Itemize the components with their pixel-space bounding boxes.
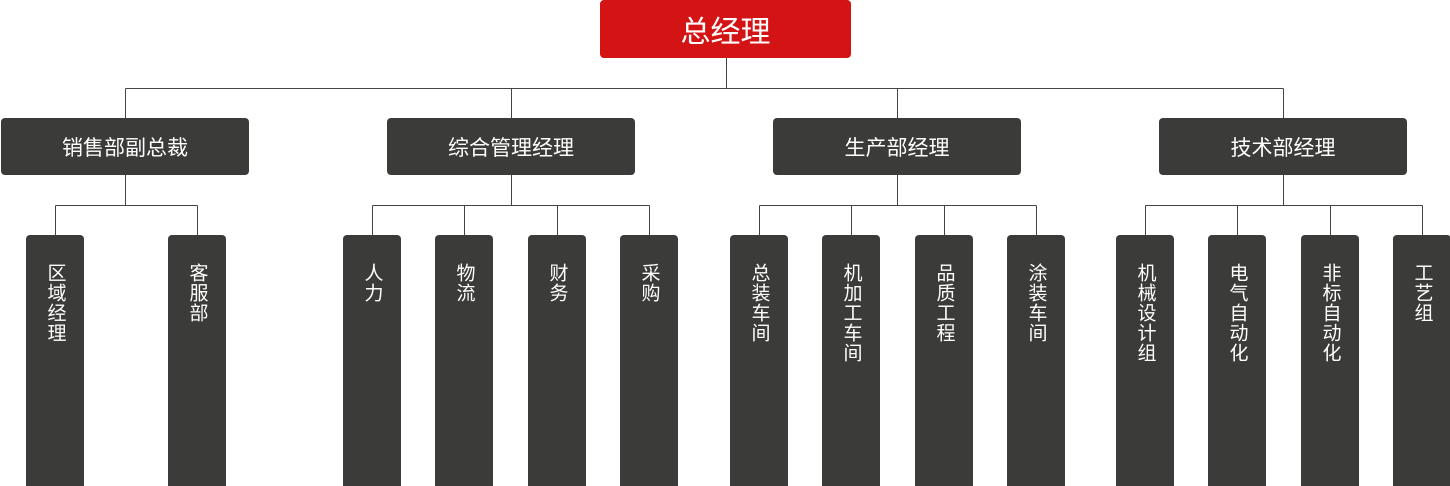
root-box: 总经理 bbox=[600, 0, 851, 58]
mgr-technical: 技术部经理 bbox=[1159, 118, 1407, 175]
leaf-purchasing: 采购 bbox=[620, 235, 678, 486]
leaf-painting-workshop-label: 涂装车间 bbox=[1025, 263, 1048, 343]
leaf-assembly-workshop-label: 总装车间 bbox=[748, 263, 771, 343]
mgr-technical-label: 技术部经理 bbox=[1230, 135, 1336, 160]
leaf-quality-engineering-label: 品质工程 bbox=[933, 263, 956, 343]
leaf-machining-workshop-label: 机加工车间 bbox=[840, 263, 863, 363]
root-label: 总经理 bbox=[680, 15, 771, 50]
mgr-production-label: 生产部经理 bbox=[844, 135, 950, 160]
leaf-mechanical-design: 机械设计组 bbox=[1116, 235, 1174, 486]
leaf-mechanical-design-label: 机械设计组 bbox=[1134, 263, 1157, 363]
leaf-hr: 人力 bbox=[343, 235, 401, 486]
leaf-machining-workshop: 机加工车间 bbox=[822, 235, 880, 486]
leaf-quality-engineering: 品质工程 bbox=[915, 235, 973, 486]
mgr-sales-label: 销售部副总裁 bbox=[62, 135, 188, 160]
leaf-customer-service-label: 客服部 bbox=[186, 263, 209, 323]
leaf-region-manager: 区域经理 bbox=[26, 235, 84, 486]
mgr-production: 生产部经理 bbox=[773, 118, 1021, 175]
leaf-process-group-label: 工艺组 bbox=[1411, 263, 1434, 323]
leaf-electrical-automation: 电气自动化 bbox=[1208, 235, 1266, 486]
mgr-sales: 销售部副总裁 bbox=[1, 118, 249, 175]
leaf-region-manager-label: 区域经理 bbox=[44, 263, 67, 343]
leaf-logistics-label: 物流 bbox=[453, 263, 476, 303]
leaf-finance: 财务 bbox=[528, 235, 586, 486]
leaf-painting-workshop: 涂装车间 bbox=[1007, 235, 1065, 486]
leaf-hr-label: 人力 bbox=[361, 263, 384, 303]
leaf-nonstandard-automation-label: 非标自动化 bbox=[1319, 263, 1342, 363]
leaf-process-group: 工艺组 bbox=[1393, 235, 1450, 486]
leaf-logistics: 物流 bbox=[435, 235, 493, 486]
leaf-purchasing-label: 采购 bbox=[638, 263, 661, 303]
mgr-admin-label: 综合管理经理 bbox=[448, 135, 574, 160]
leaf-nonstandard-automation: 非标自动化 bbox=[1301, 235, 1359, 486]
leaf-electrical-automation-label: 电气自动化 bbox=[1226, 263, 1249, 363]
mgr-admin: 综合管理经理 bbox=[387, 118, 635, 175]
leaf-assembly-workshop: 总装车间 bbox=[730, 235, 788, 486]
leaf-finance-label: 财务 bbox=[546, 263, 569, 303]
leaf-customer-service: 客服部 bbox=[168, 235, 226, 486]
